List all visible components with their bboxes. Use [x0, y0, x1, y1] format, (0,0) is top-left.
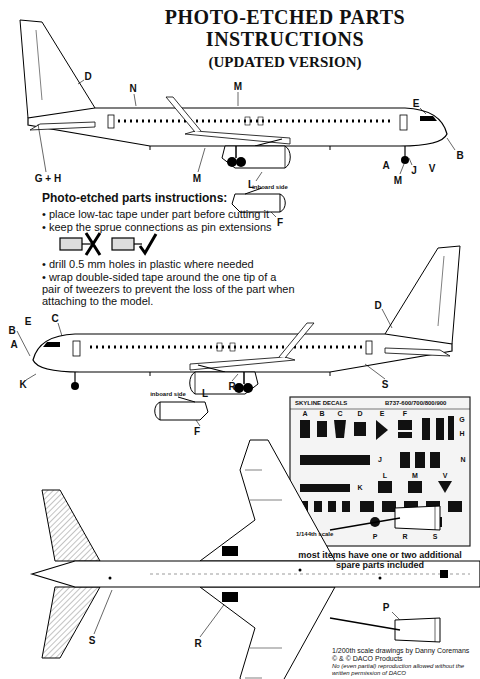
callout-letter: F: [403, 410, 407, 418]
callout-letter: A: [10, 339, 17, 350]
callout-letter: E: [380, 410, 385, 418]
callout-letter: R: [194, 638, 201, 649]
instruction-line: • drill 0.5 mm holes in plastic where ne…: [42, 258, 254, 270]
callout-letter: E: [413, 98, 420, 109]
callout-letter: A: [302, 410, 307, 418]
instructions-heading: Photo-etched parts instructions:: [42, 192, 227, 205]
callout-letter: M: [412, 472, 418, 480]
callout-letter: B: [319, 410, 324, 418]
callout-letter: C: [337, 410, 342, 418]
spare-note: most items have one or two additional sp…: [290, 551, 470, 571]
callout-letter: H: [459, 430, 464, 438]
page-title: PHOTO-ETCHED PARTS INSTRUCTIONS: [150, 6, 420, 50]
callout-letter: G + H: [35, 173, 61, 184]
instruction-line: • wrap double-sided tape around the one …: [42, 271, 297, 307]
callout-letter: J: [378, 456, 382, 464]
callout-letter: G: [459, 416, 464, 424]
callout-letter: C: [51, 313, 58, 324]
callout-letter: R: [228, 381, 235, 392]
inset-note: inboard side: [252, 184, 288, 191]
callout-letter: V: [443, 472, 448, 480]
callout-letter: S: [382, 379, 389, 390]
callout-letter: V: [429, 163, 436, 174]
callout-letter: B: [456, 150, 463, 161]
callout-letter: P: [373, 533, 378, 541]
callout-letter: M: [394, 175, 402, 186]
instruction-line: • keep the sprue connections as pin exte…: [42, 221, 272, 233]
callout-letter: D: [84, 71, 91, 82]
credit-text: 1/200th scale drawings by Danny Coremans: [332, 647, 469, 655]
callout-letter: A: [382, 160, 389, 171]
callout-letter: D: [374, 300, 381, 311]
fret-brand: SKYLINE DECALS: [295, 400, 347, 407]
callout-letter: L: [383, 472, 387, 480]
inset-note: inboard side: [150, 391, 186, 398]
callout-letter: F: [277, 217, 283, 228]
instruction-line: • place low-tac tape under part before c…: [42, 208, 269, 220]
callout-letter: K: [357, 484, 362, 492]
scale-note: 1/144th scale: [296, 531, 333, 538]
callout-letter: D: [357, 410, 362, 418]
callout-letter: S: [433, 533, 438, 541]
callout-letter: N: [460, 456, 465, 464]
callout-letter: M: [234, 81, 242, 92]
credit-text: © & © DACO Products: [332, 655, 403, 663]
callout-letter: N: [129, 83, 136, 94]
callout-letter: F: [194, 426, 200, 437]
fret-type: B737-600/700/800/900: [385, 400, 446, 407]
callout-letter: E: [25, 316, 32, 327]
callout-letter: P: [383, 602, 390, 613]
callout-letter: S: [89, 635, 96, 646]
subtitle: (UPDATED VERSION): [208, 54, 361, 71]
callout-letter: M: [193, 173, 201, 184]
callout-letter: J: [411, 165, 417, 176]
callout-letter: R: [402, 533, 407, 541]
callout-letter: L: [202, 388, 208, 399]
callout-letter: K: [19, 379, 26, 390]
callout-letter: B: [8, 325, 15, 336]
copyright-note: No (even partial) reproduction allowed w…: [332, 663, 477, 676]
